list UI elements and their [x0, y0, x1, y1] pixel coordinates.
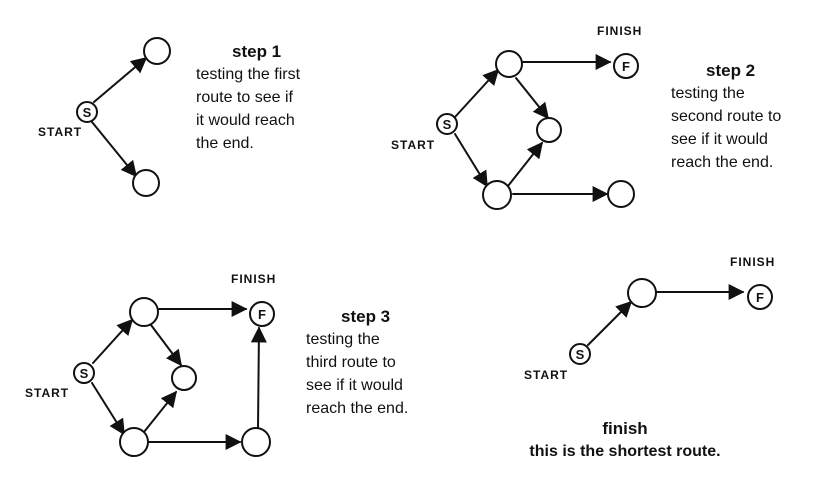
step1-line: route to see if — [196, 89, 293, 106]
step2-line: second route to — [671, 108, 782, 125]
diagram-step1: S START — [38, 37, 171, 197]
step2-title: step 2 — [706, 61, 756, 80]
diagram-step3: S F START FINISH — [25, 272, 276, 457]
edge — [250, 326, 267, 429]
finish-node-label: F — [258, 307, 266, 322]
diagram-finish: S F START FINISH — [524, 255, 775, 382]
finish-title: finish — [602, 419, 648, 438]
finish-node — [249, 301, 275, 327]
edge — [454, 133, 488, 188]
step1-line: testing the first — [196, 66, 301, 83]
step1-line: the end. — [196, 135, 254, 152]
node — [129, 297, 159, 327]
start-label: START — [38, 125, 82, 139]
start-node-label: S — [83, 105, 92, 120]
node — [607, 180, 635, 208]
start-node — [76, 101, 98, 123]
node — [627, 278, 657, 308]
step1-caption: step 1 testing the first route to see if… — [196, 40, 346, 155]
finish-node — [747, 284, 773, 310]
edge — [92, 318, 134, 364]
start-label: START — [391, 138, 435, 152]
step3-title: step 3 — [341, 307, 391, 326]
step3-line: third route to — [306, 354, 396, 371]
node — [119, 427, 149, 457]
start-label: START — [25, 386, 69, 400]
step3-caption: step 3 testing the third route to see if… — [306, 305, 456, 420]
finish-node-label: F — [756, 290, 764, 305]
step2-line: see if it would — [671, 131, 768, 148]
step2-line: testing the — [671, 85, 745, 102]
diagram-step2: S F START FINISH — [391, 24, 642, 210]
node — [132, 169, 160, 197]
start-label: START — [524, 368, 568, 382]
edge-s-bottom — [91, 121, 138, 178]
node — [536, 117, 562, 143]
start-node — [436, 113, 458, 135]
start-node — [569, 343, 591, 365]
edge — [507, 141, 543, 187]
step3-line: reach the end. — [306, 400, 409, 417]
start-node — [73, 362, 95, 384]
node — [143, 37, 171, 65]
finish-label: FINISH — [231, 272, 276, 286]
finish-caption: finish this is the shortest route. — [500, 417, 750, 463]
finish-node — [613, 53, 639, 79]
step3-line: see if it would — [306, 377, 403, 394]
step1-line: it would reach — [196, 112, 295, 129]
node — [241, 427, 271, 457]
edge — [454, 68, 500, 118]
step1-title: step 1 — [232, 42, 282, 61]
node — [495, 50, 523, 78]
edge — [91, 382, 125, 436]
edge-s-top — [93, 56, 148, 103]
step2-caption: step 2 testing the second route to see i… — [671, 59, 821, 174]
step3-line: testing the — [306, 331, 380, 348]
step2-line: reach the end. — [671, 154, 774, 171]
start-node-label: S — [443, 117, 452, 132]
start-node-label: S — [576, 347, 585, 362]
edge — [150, 324, 182, 367]
edge — [587, 300, 633, 346]
finish-node-label: F — [622, 59, 630, 74]
node — [482, 180, 512, 210]
finish-line: this is the shortest route. — [529, 443, 721, 460]
finish-label: FINISH — [597, 24, 642, 38]
start-node-label: S — [80, 366, 89, 381]
finish-label: FINISH — [730, 255, 775, 269]
edge — [515, 77, 549, 120]
edge — [143, 390, 177, 433]
node — [171, 365, 197, 391]
